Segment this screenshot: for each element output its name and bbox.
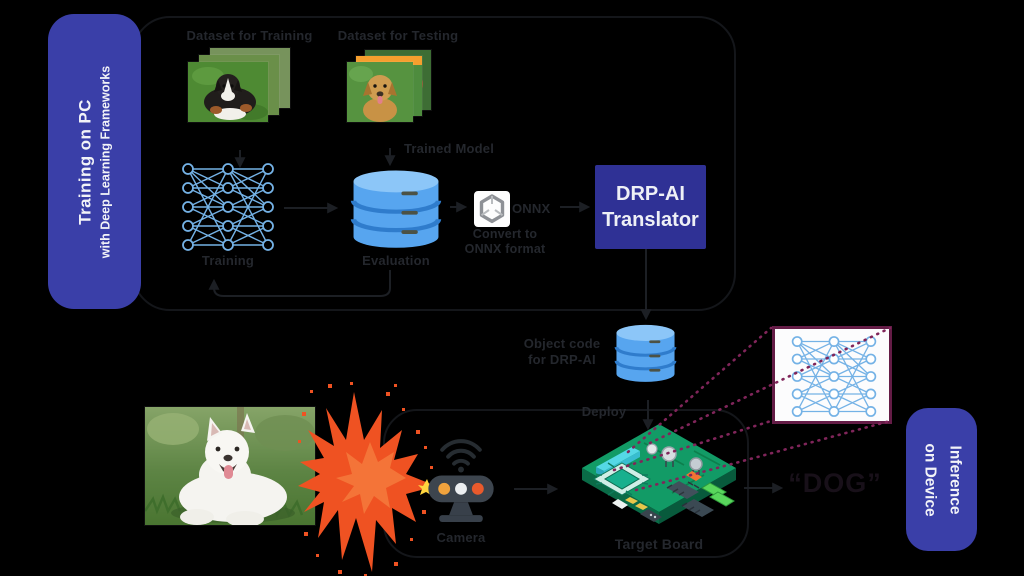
inference-pill-line1: Inference <box>945 445 963 514</box>
training-on-pc-pill: Training on PC with Deep Learning Framew… <box>48 14 141 309</box>
training-photo-front-icon <box>188 62 268 122</box>
training-dataset-photos <box>188 48 296 124</box>
testing-dataset-photos <box>347 50 439 124</box>
inference-on-device-pill: Inference on Device <box>906 408 977 551</box>
training-pill-text: Training on PC with Deep Learning Framew… <box>48 14 141 309</box>
evaluation-step-label: Evaluation <box>362 253 430 268</box>
network-callout-box <box>772 326 892 424</box>
training-step-label: Training <box>201 253 255 268</box>
target-board-label: Target Board <box>614 536 704 552</box>
dataset-testing-label: Dataset for Testing <box>337 28 459 43</box>
trained-model-database-icon <box>347 168 445 252</box>
deploy-label: Deploy <box>581 404 627 419</box>
trained-model-label: Trained Model <box>404 141 495 156</box>
drp-ai-translator-box: DRP-AI Translator <box>595 165 706 249</box>
camera-icon <box>428 439 494 522</box>
dataset-training-label: Dataset for Training <box>186 28 313 43</box>
input-dog-photo <box>145 407 315 525</box>
object-code-database-icon <box>614 323 677 384</box>
translator-line1: DRP-AI <box>616 183 685 205</box>
splash-burst-graphic <box>298 382 436 576</box>
object-code-label-line1: Object code <box>523 336 601 351</box>
convert-label-line2: ONNX format <box>464 242 546 256</box>
convert-label-line1: Convert to <box>472 227 538 241</box>
training-pill-title: Training on PC <box>75 98 95 225</box>
inference-pill-line2: on Device <box>921 442 939 517</box>
inference-network-icon <box>791 336 877 417</box>
result-label: “DOG” <box>788 468 882 498</box>
testing-photo-front-icon <box>347 62 413 122</box>
onnx-label: ONNX <box>512 201 551 216</box>
training-pill-subtitle: with Deep Learning Frameworks <box>98 65 113 258</box>
target-board-icon <box>582 424 736 524</box>
object-code-label-line2: for DRP-AI <box>528 352 596 367</box>
translator-line2: Translator <box>602 209 699 231</box>
camera-label: Camera <box>436 530 486 545</box>
inference-pill-text: Inference on Device <box>906 408 977 551</box>
onnx-icon <box>474 191 510 227</box>
training-network-icon <box>182 163 274 251</box>
spark-icon <box>418 479 435 495</box>
